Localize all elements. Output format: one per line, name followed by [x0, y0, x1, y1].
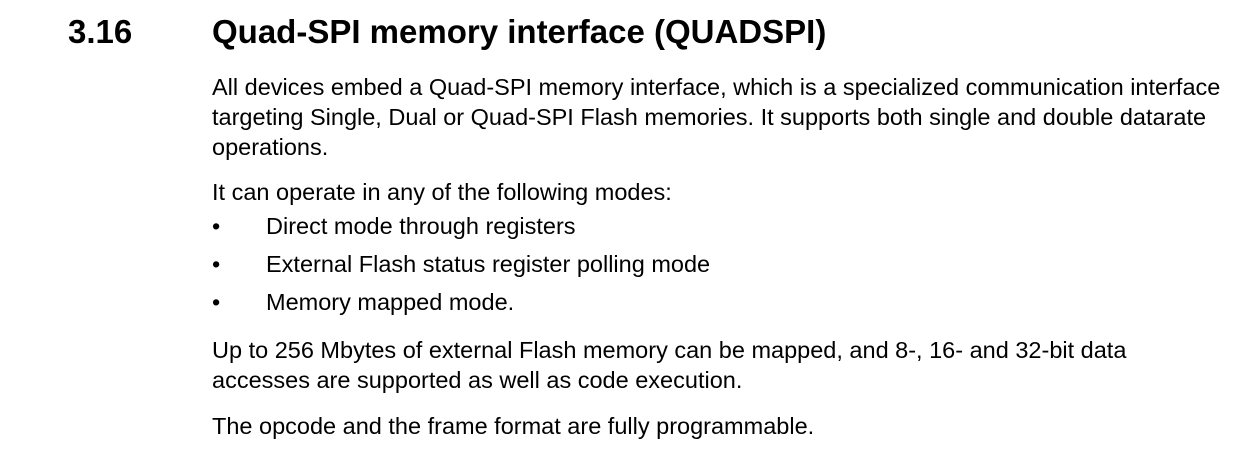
mapping-paragraph: Up to 256 Mbytes of external Flash memor… — [212, 337, 1127, 393]
list-item-text: External Flash status register polling m… — [266, 251, 711, 277]
bullet-icon: • — [212, 289, 221, 315]
list-item: • External Flash status register polling… — [212, 249, 1222, 287]
section-title: Quad-SPI memory interface (QUADSPI) — [212, 13, 827, 50]
bullet-icon: • — [212, 213, 221, 239]
programmable-paragraph: The opcode and the frame format are full… — [212, 413, 815, 439]
bullet-icon: • — [212, 251, 221, 277]
modes-lead-paragraph: It can operate in any of the following m… — [212, 179, 672, 205]
intro-paragraph: All devices embed a Quad-SPI memory inte… — [212, 74, 1221, 160]
list-item: • Direct mode through registers — [212, 211, 1222, 249]
modes-list: • Direct mode through registers • Extern… — [212, 211, 1222, 325]
list-item-text: Direct mode through registers — [266, 213, 576, 239]
section-number: 3.16 — [68, 13, 133, 50]
section-body: All devices embed a Quad-SPI memory inte… — [212, 72, 1222, 441]
list-item: • Memory mapped mode. — [212, 287, 1222, 325]
list-item-text: Memory mapped mode. — [266, 289, 515, 315]
